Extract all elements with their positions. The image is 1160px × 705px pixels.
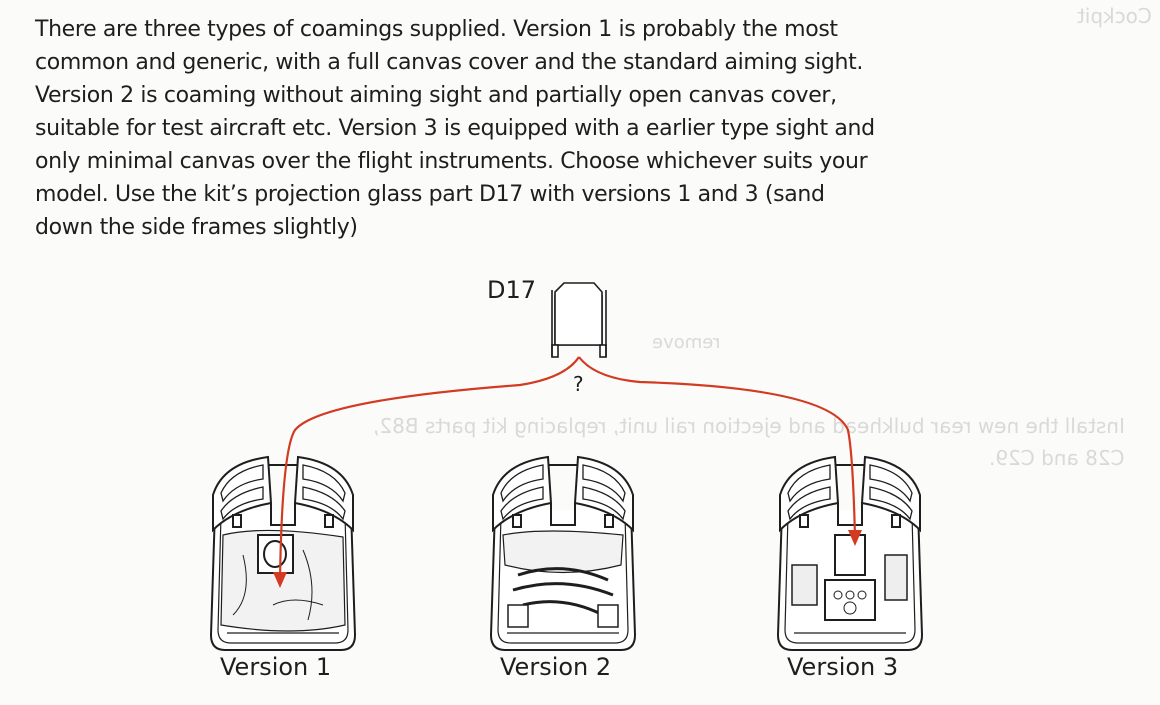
version-3-label: Version 3 [787, 653, 899, 681]
version-2-label: Version 2 [500, 653, 612, 681]
instruction-line: down the side frames slightly) [35, 215, 358, 240]
instruction-line: common and generic, with a full canvas c… [35, 50, 864, 75]
coaming-version-3 [777, 456, 923, 651]
arrow-head-icon [848, 530, 862, 546]
version-1-label: Version 1 [220, 653, 332, 681]
coaming-version-2 [490, 456, 636, 651]
instruction-line: only minimal canvas over the flight inst… [35, 149, 868, 174]
instructions-paragraph: There are three types of coamings suppli… [35, 13, 1150, 244]
question-mark: ? [573, 372, 584, 396]
instruction-line: Version 2 is coaming without aiming sigh… [35, 83, 837, 108]
d17-projection-glass-part [551, 282, 607, 358]
instruction-line: suitable for test aircraft etc. Version … [35, 116, 875, 141]
arrow-head-icon [273, 572, 287, 588]
instruction-line: There are three types of coamings suppli… [35, 17, 838, 42]
instruction-line: model. Use the kit’s projection glass pa… [35, 182, 825, 207]
part-label-d17: D17 [487, 276, 537, 304]
placement-arrows [278, 356, 857, 581]
